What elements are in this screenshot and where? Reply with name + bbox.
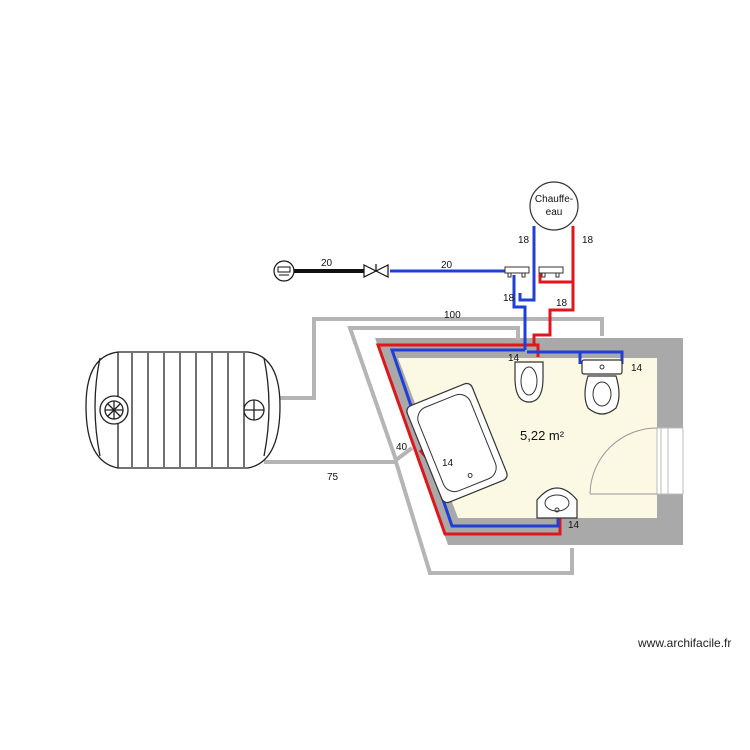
label-manifold-hot: 18	[556, 298, 568, 309]
drain-top	[272, 317, 604, 400]
label-heater-cold: 18	[518, 235, 530, 246]
label-basin: 14	[568, 520, 580, 531]
label-evac-side: 40	[396, 442, 408, 453]
water-meter-icon	[273, 260, 295, 282]
drain-junction	[394, 446, 414, 462]
drain-lines	[264, 317, 604, 575]
water-heater-label-2: eau	[546, 207, 563, 218]
washbasin-icon	[514, 361, 544, 403]
water-heater: Chauffe- eau	[529, 181, 579, 231]
drain-left-diagonal	[347, 326, 520, 461]
bathtub-icon	[406, 382, 508, 504]
water-heater-label-1: Chauffe-	[535, 194, 573, 205]
hot-manifold	[538, 271, 573, 284]
label-supply-left: 20	[321, 258, 333, 269]
room-area-label: 5,22 m²	[520, 428, 565, 443]
drain-bottom	[264, 460, 574, 575]
hot-outer	[375, 343, 562, 536]
septic-tank-icon	[85, 351, 281, 469]
cold-manifold-down	[512, 275, 527, 350]
label-evac-bottom: 75	[327, 472, 339, 483]
label-bath: 14	[442, 458, 454, 469]
label-heater-hot: 18	[582, 235, 594, 246]
label-supply-right: 20	[441, 260, 453, 271]
sink-icon	[536, 487, 578, 519]
label-lavabo-top: 14	[631, 363, 643, 374]
cold-outer	[389, 348, 560, 528]
hot-inner	[532, 226, 575, 345]
valve-icon	[363, 264, 389, 278]
cold-manifold	[504, 266, 530, 278]
label-wc-branch: 14	[508, 353, 520, 364]
cold-to-heater	[518, 226, 536, 302]
watermark: www.archifacile.fr	[637, 636, 731, 650]
pipe-labels: 20 20 18 18 18 18 100 75 40 14 14 14 14	[321, 235, 643, 531]
cold-to-fixtures	[527, 350, 624, 364]
label-evac-top: 100	[444, 310, 461, 321]
label-manifold-cold: 18	[503, 293, 515, 304]
door-icon	[589, 427, 658, 495]
hot-manifold	[538, 266, 564, 278]
toilet-icon	[581, 359, 623, 415]
